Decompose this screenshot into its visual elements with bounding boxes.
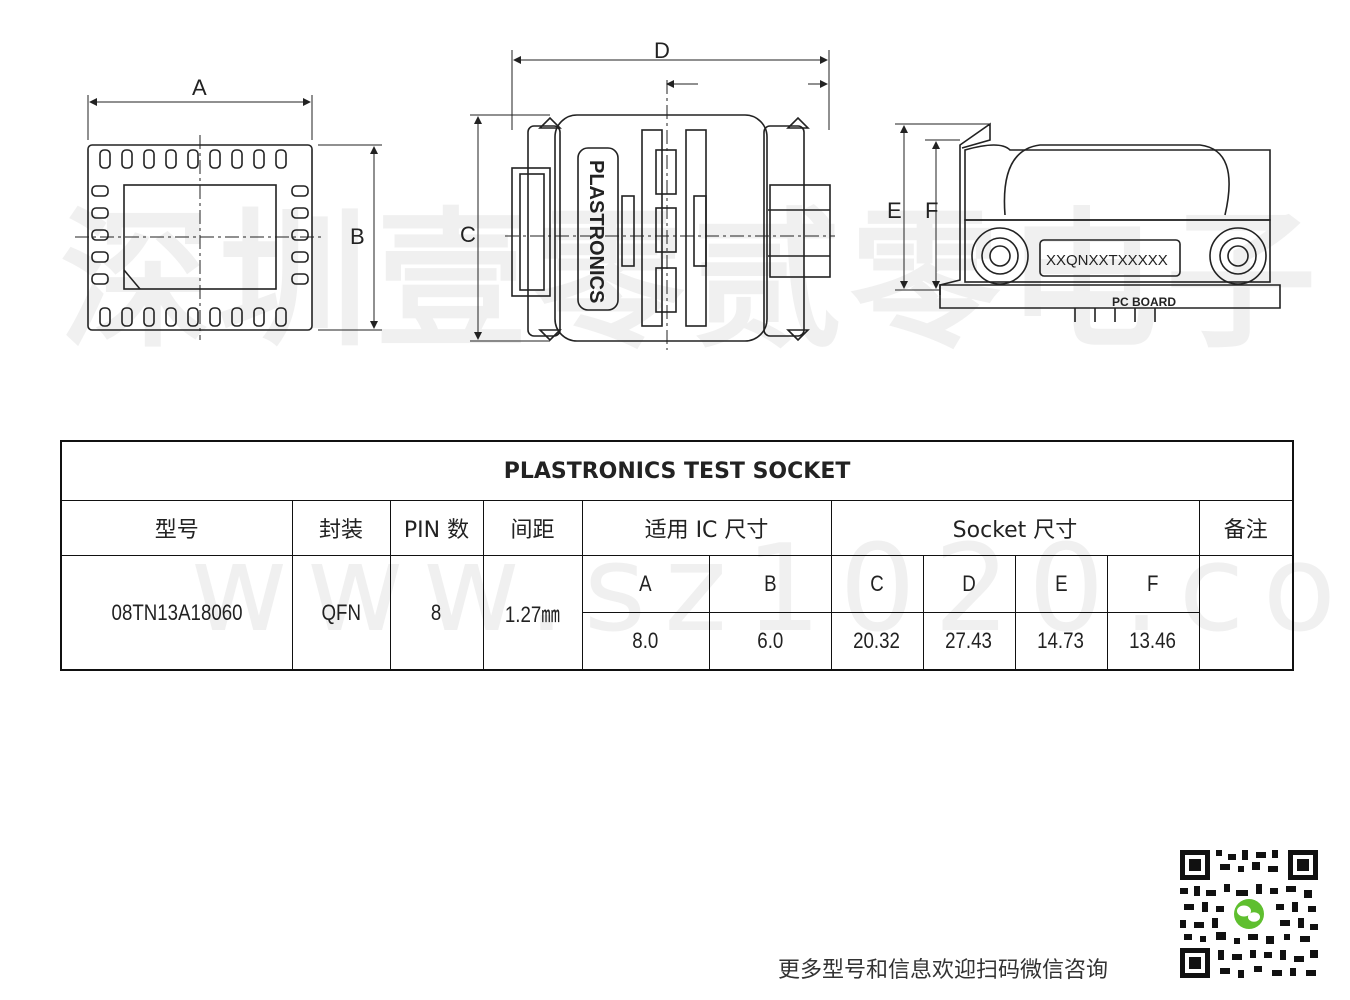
subheader-e: E bbox=[1014, 555, 1108, 613]
subheader-c: C bbox=[830, 555, 924, 613]
cell-b: 6.0 bbox=[708, 612, 832, 671]
cell-f: 13.46 bbox=[1106, 612, 1200, 671]
dim-label-f: F bbox=[925, 198, 938, 223]
dim-label-c: C bbox=[460, 222, 476, 247]
header-remark: 备注 bbox=[1198, 500, 1294, 556]
footer-note: 更多型号和信息欢迎扫码微信咨询 bbox=[778, 958, 1109, 983]
subheader-b: B bbox=[708, 555, 832, 613]
subheader-d: D bbox=[922, 555, 1016, 613]
header-model: 型号 bbox=[60, 500, 293, 556]
cell-e: 14.73 bbox=[1014, 612, 1108, 671]
technical-drawing: A B PLASTRONICS D C bbox=[75, 38, 1281, 350]
brand-label: PLASTRONICS bbox=[585, 160, 607, 303]
header-package: 封装 bbox=[291, 500, 391, 556]
dim-label-a: A bbox=[192, 75, 207, 100]
cell-package: QFN bbox=[291, 555, 391, 671]
header-pitch: 间距 bbox=[482, 500, 583, 556]
cell-c: 20.32 bbox=[830, 612, 924, 671]
subheader-f: F bbox=[1106, 555, 1200, 613]
cell-a: 8.0 bbox=[581, 612, 710, 671]
pc-board-label: PC BOARD bbox=[1112, 295, 1176, 309]
cell-pin: 8 bbox=[389, 555, 484, 671]
dim-label-d: D bbox=[654, 38, 670, 63]
socket-side-view bbox=[895, 122, 1281, 322]
wechat-qr-code bbox=[1176, 846, 1322, 982]
socket-top-view bbox=[470, 50, 835, 350]
socket-marking: XXQNXXTXXXXX bbox=[1046, 252, 1168, 269]
header-ic-size: 适用 IC 尺寸 bbox=[581, 500, 832, 556]
cell-pitch: 1.27㎜ bbox=[482, 555, 583, 671]
cell-d: 27.43 bbox=[922, 612, 1016, 671]
dim-label-b: B bbox=[350, 224, 365, 249]
table-title: PLASTRONICS TEST SOCKET bbox=[60, 440, 1294, 501]
ic-top-view bbox=[75, 95, 382, 340]
cell-remark bbox=[1198, 555, 1294, 671]
header-socket-size: Socket 尺寸 bbox=[830, 500, 1200, 556]
spec-table: PLASTRONICS TEST SOCKET 型号 封装 PIN 数 间距 适… bbox=[60, 440, 1295, 671]
cell-model: 08TN13A18060 bbox=[60, 555, 293, 671]
header-pin: PIN 数 bbox=[389, 500, 484, 556]
dim-label-e: E bbox=[887, 198, 902, 223]
subheader-a: A bbox=[581, 555, 710, 613]
